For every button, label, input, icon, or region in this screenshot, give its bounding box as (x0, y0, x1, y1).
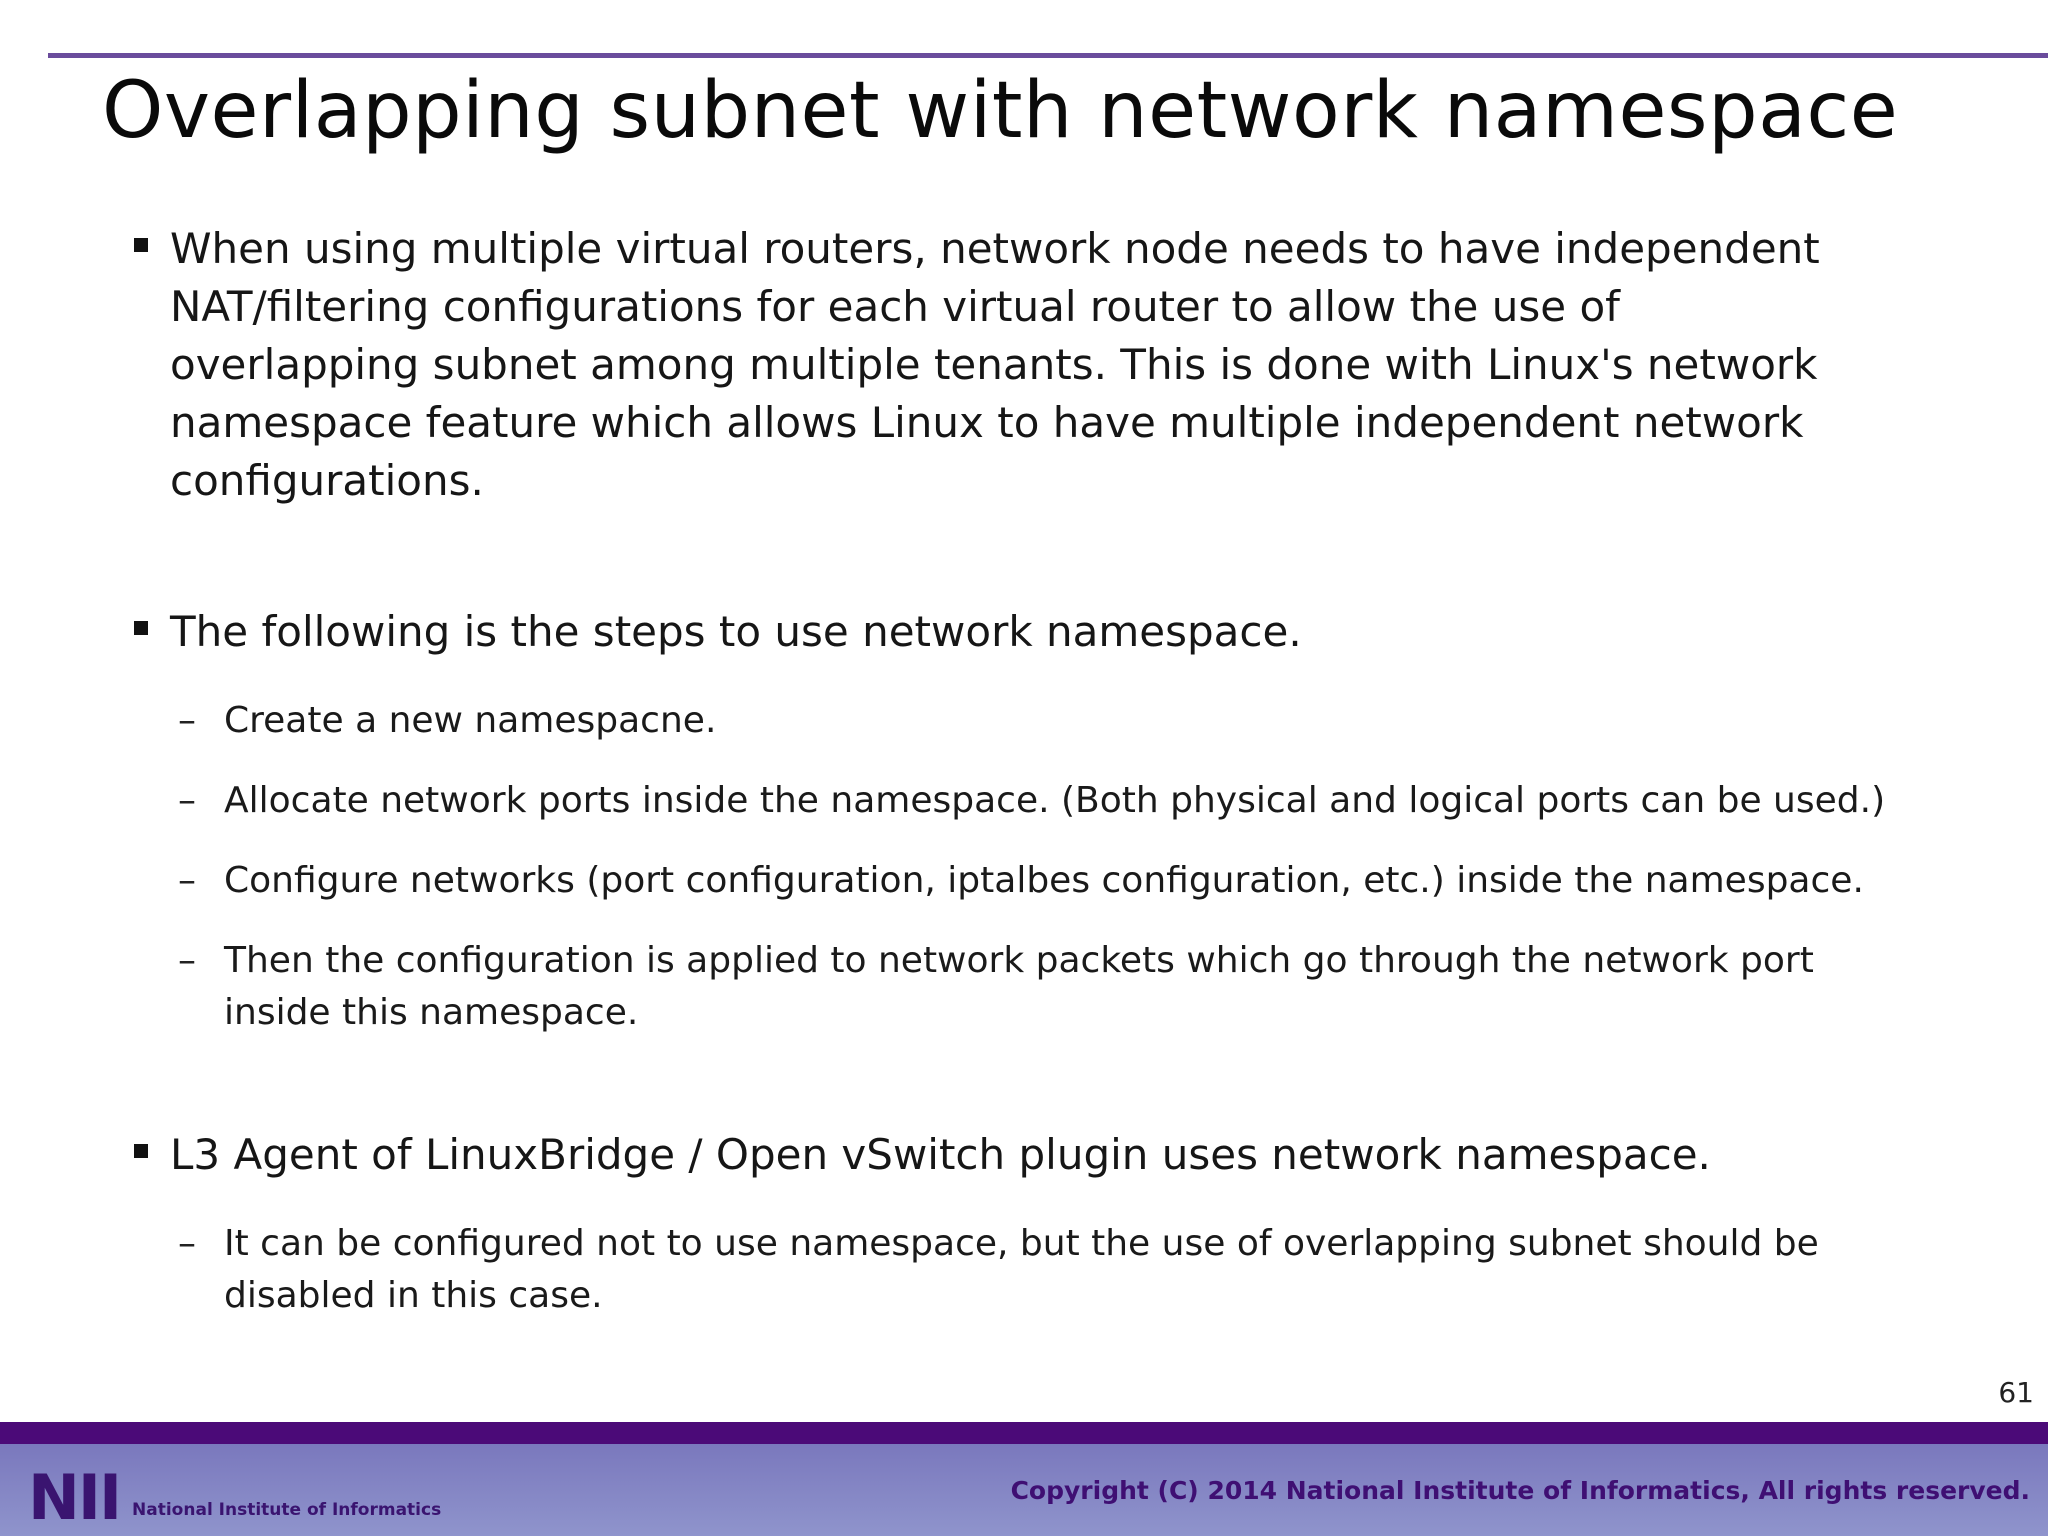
page-number: 61 (1998, 1376, 2034, 1409)
bullet-line: configurations. (170, 456, 484, 505)
sub-text: Configure networks (port configuration, … (224, 855, 1984, 907)
logo-text: National Institute of Informatics (132, 1500, 442, 1520)
sub-line: Create a new namespacne. (224, 700, 717, 741)
bullet-line: When using multiple virtual routers, net… (170, 224, 1820, 273)
sub-line: It can be configured not to use namespac… (224, 1223, 1819, 1264)
bullet-text: The following is the steps to use networ… (170, 603, 1990, 661)
bullet-line: overlapping subnet among multiple tenant… (170, 340, 1818, 389)
sub-line: disabled in this case. (224, 1275, 603, 1316)
bullet-square-icon (134, 621, 148, 635)
dash-icon: – (178, 940, 196, 981)
footer: NII National Institute of Informatics Co… (0, 1444, 2048, 1536)
bullet-text: L3 Agent of LinuxBridge / Open vSwitch p… (170, 1126, 1990, 1184)
bullet-line: The following is the steps to use networ… (170, 607, 1302, 656)
bullet-line: NAT/filtering configurations for each vi… (170, 282, 1620, 331)
bullet-text: When using multiple virtual routers, net… (170, 220, 1990, 510)
copyright-text: Copyright (C) 2014 National Institute of… (1010, 1476, 2030, 1505)
logo-mark: NII (28, 1461, 122, 1534)
slide-title: Overlapping subnet with network namespac… (102, 66, 1899, 156)
sub-text: It can be configured not to use namespac… (224, 1218, 1984, 1322)
dash-icon: – (178, 780, 196, 821)
sub-line: Configure networks (port configuration, … (224, 860, 1864, 901)
dash-icon: – (178, 700, 196, 741)
sub-line: inside this namespace. (224, 992, 639, 1033)
dash-icon: – (178, 860, 196, 901)
sub-line: Then the configuration is applied to net… (224, 940, 1814, 981)
bullet-square-icon (134, 238, 148, 252)
nii-logo: NII National Institute of Informatics (28, 1461, 442, 1534)
bullet-line: L3 Agent of LinuxBridge / Open vSwitch p… (170, 1130, 1711, 1179)
bullet-square-icon (134, 1144, 148, 1158)
bullet-line: namespace feature which allows Linux to … (170, 398, 1804, 447)
dash-icon: – (178, 1223, 196, 1264)
sub-text: Allocate network ports inside the namesp… (224, 775, 1984, 827)
sub-line: Allocate network ports inside the namesp… (224, 780, 1886, 821)
top-rule (48, 53, 2048, 58)
sub-text: Then the configuration is applied to net… (224, 935, 1984, 1039)
sub-text: Create a new namespacne. (224, 695, 1984, 747)
footer-band (0, 1422, 2048, 1444)
